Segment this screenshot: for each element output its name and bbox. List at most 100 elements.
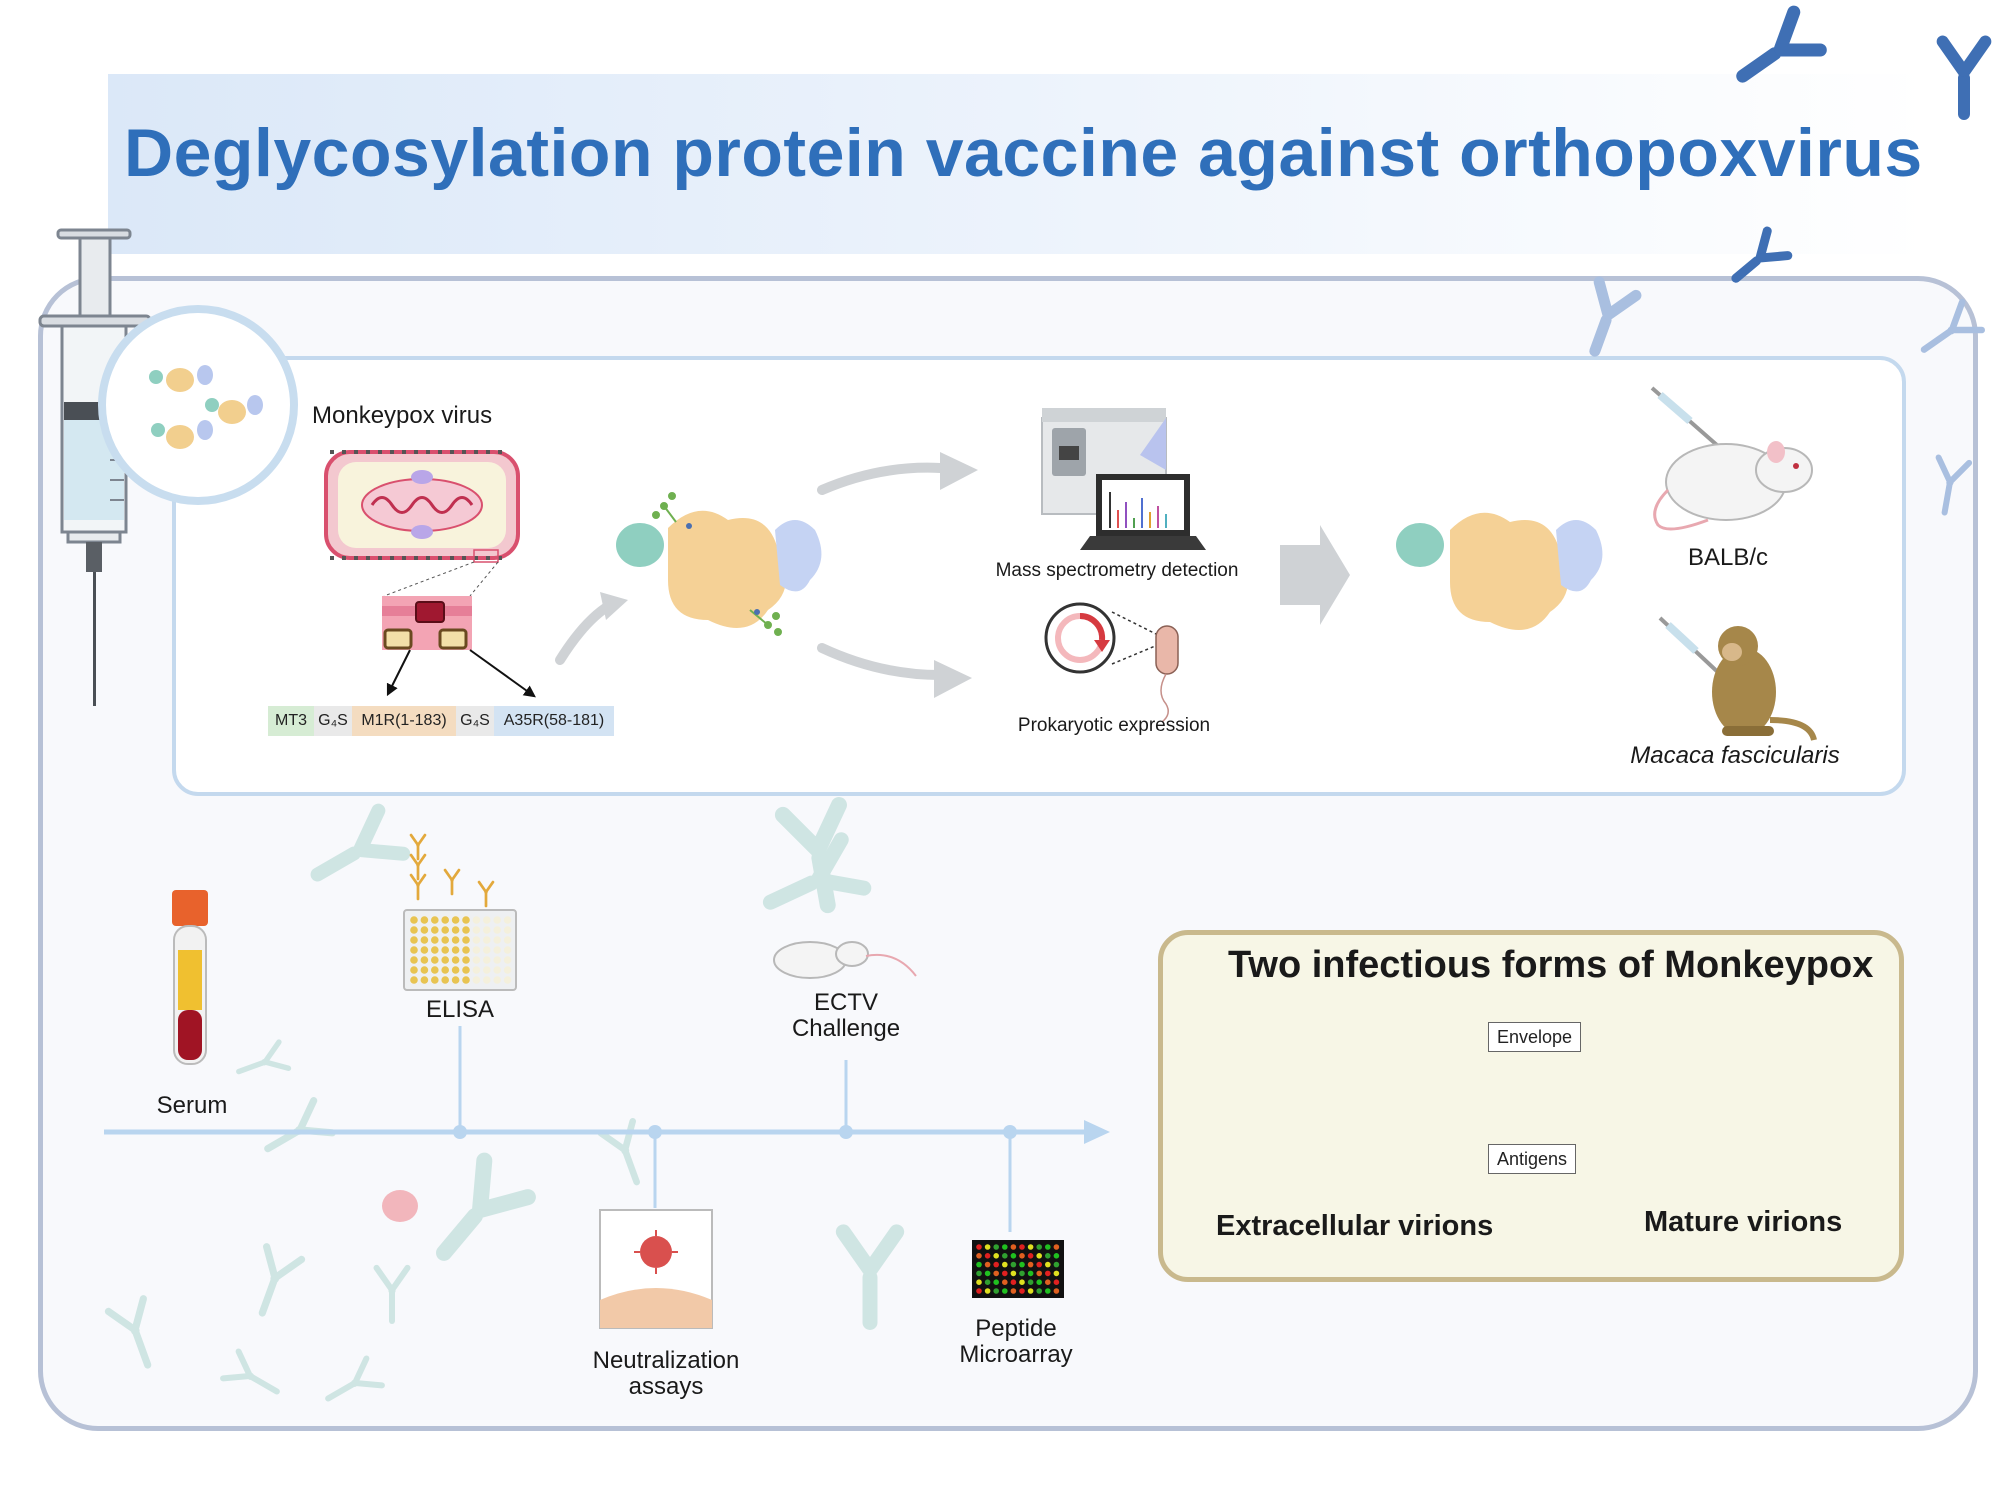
elisa-well [472,956,481,964]
elisa-well [493,946,502,954]
membrane-detail-icon [382,596,472,650]
syringe-icon [1658,616,1724,678]
mouse-icon [773,941,917,979]
elisa-well [483,936,491,944]
microarray-spot [1010,1244,1017,1250]
elisa-well [431,936,439,944]
microarray-spot [1045,1279,1051,1285]
elisa-well [483,966,491,974]
antibody-icon [1718,0,1994,299]
microarray-label: Peptide Microarray [959,1315,1073,1368]
microarray-spot [1036,1253,1042,1259]
elisa-well [451,946,460,954]
title-band [108,74,1928,254]
mouse-icon [1653,441,1813,531]
infectious-forms-box [1158,930,1904,1282]
elisa-well [472,976,481,984]
elisa-well [462,966,470,974]
elisa-well [451,916,460,924]
monkey-icon [1712,626,1817,741]
microarray-spot [1027,1270,1034,1277]
microarray-spot [1036,1270,1042,1277]
elisa-well [472,946,481,954]
construct-segment: A35R(58-181) [494,706,614,736]
elisa-well [462,916,470,924]
microarray-spot [976,1261,982,1268]
microarray-spot [993,1270,999,1277]
microarray-spot [984,1270,991,1277]
elisa-well [410,946,418,954]
elisa-well [410,966,418,974]
elisa-well [503,946,512,954]
elisa-well [493,976,502,984]
microarray-spot [993,1253,999,1259]
plasmid-icon [1044,602,1116,674]
microarray-spot [1010,1253,1017,1259]
microarray-spot [976,1279,982,1285]
elisa-well [462,946,470,954]
microarray-spot [1053,1253,1060,1259]
microarray-spot [993,1244,999,1250]
neutralization-label: Neutralization assays [592,1347,740,1400]
elisa-well [410,916,418,924]
mass-spec-label: Mass spectrometry detection [995,560,1239,581]
elisa-well [441,926,450,934]
construct-segment: MT3 [268,706,314,736]
microarray-spot [1019,1270,1025,1277]
microarray-spot [1002,1253,1008,1259]
bacterium-icon [1155,625,1179,723]
microarray-spot [1010,1261,1017,1268]
elisa-well [483,926,491,934]
elisa-well [472,916,481,924]
construct-segment: G₄S [314,706,352,736]
construct-segment: M1R(1-183) [352,706,456,736]
microarray-spot [1002,1244,1008,1250]
elisa-label: ELISA [425,996,495,1023]
elisa-well [441,956,450,964]
elisa-well [441,916,450,924]
microarray-spot [1036,1279,1042,1285]
elisa-well [493,916,502,924]
elisa-well [431,966,439,974]
microarray-icon [972,1240,1064,1298]
timeline-node [453,1125,1017,1139]
microarray-spot [984,1261,991,1268]
elisa-well [483,976,491,984]
microarray-spot [984,1279,991,1285]
microarray-spot [1019,1244,1025,1250]
elisa-well [420,966,429,974]
elisa-well [431,926,439,934]
protein-icon [1396,512,1603,630]
elisa-well [441,966,450,974]
elisa-well [503,956,512,964]
microarray-spot [1027,1279,1034,1285]
microarray-spot [1045,1244,1051,1250]
elisa-well [503,926,512,934]
neutralization-icon [599,1209,713,1329]
monkey-species-label: Macaca fascicularis [1630,742,1840,769]
prokaryotic-label: Prokaryotic expression [1017,715,1211,736]
protein-icon [382,1190,418,1222]
microarray-spot [984,1288,991,1294]
arrow-icon [600,452,1350,698]
elisa-well [410,936,418,944]
microarray-spot [1045,1261,1051,1268]
microarray-spot [1002,1279,1008,1285]
elisa-well [431,916,439,924]
elisa-well [462,956,470,964]
elisa-well [483,956,491,964]
microarray-spot [1045,1253,1051,1259]
forms-title: Two infectious forms of Monkeypox [1228,944,1874,986]
antigens-callout: Antigens [1488,1144,1577,1174]
serum-label: Serum [156,1092,228,1119]
microarray-spot [993,1279,999,1285]
microarray-spot [1027,1261,1034,1268]
microarray-spot [1036,1244,1042,1250]
elisa-plate-icon [403,909,517,991]
elisa-well [493,966,502,974]
elisa-well [420,936,429,944]
elisa-well [451,976,460,984]
microarray-spot [1027,1288,1034,1294]
elisa-well [493,926,502,934]
